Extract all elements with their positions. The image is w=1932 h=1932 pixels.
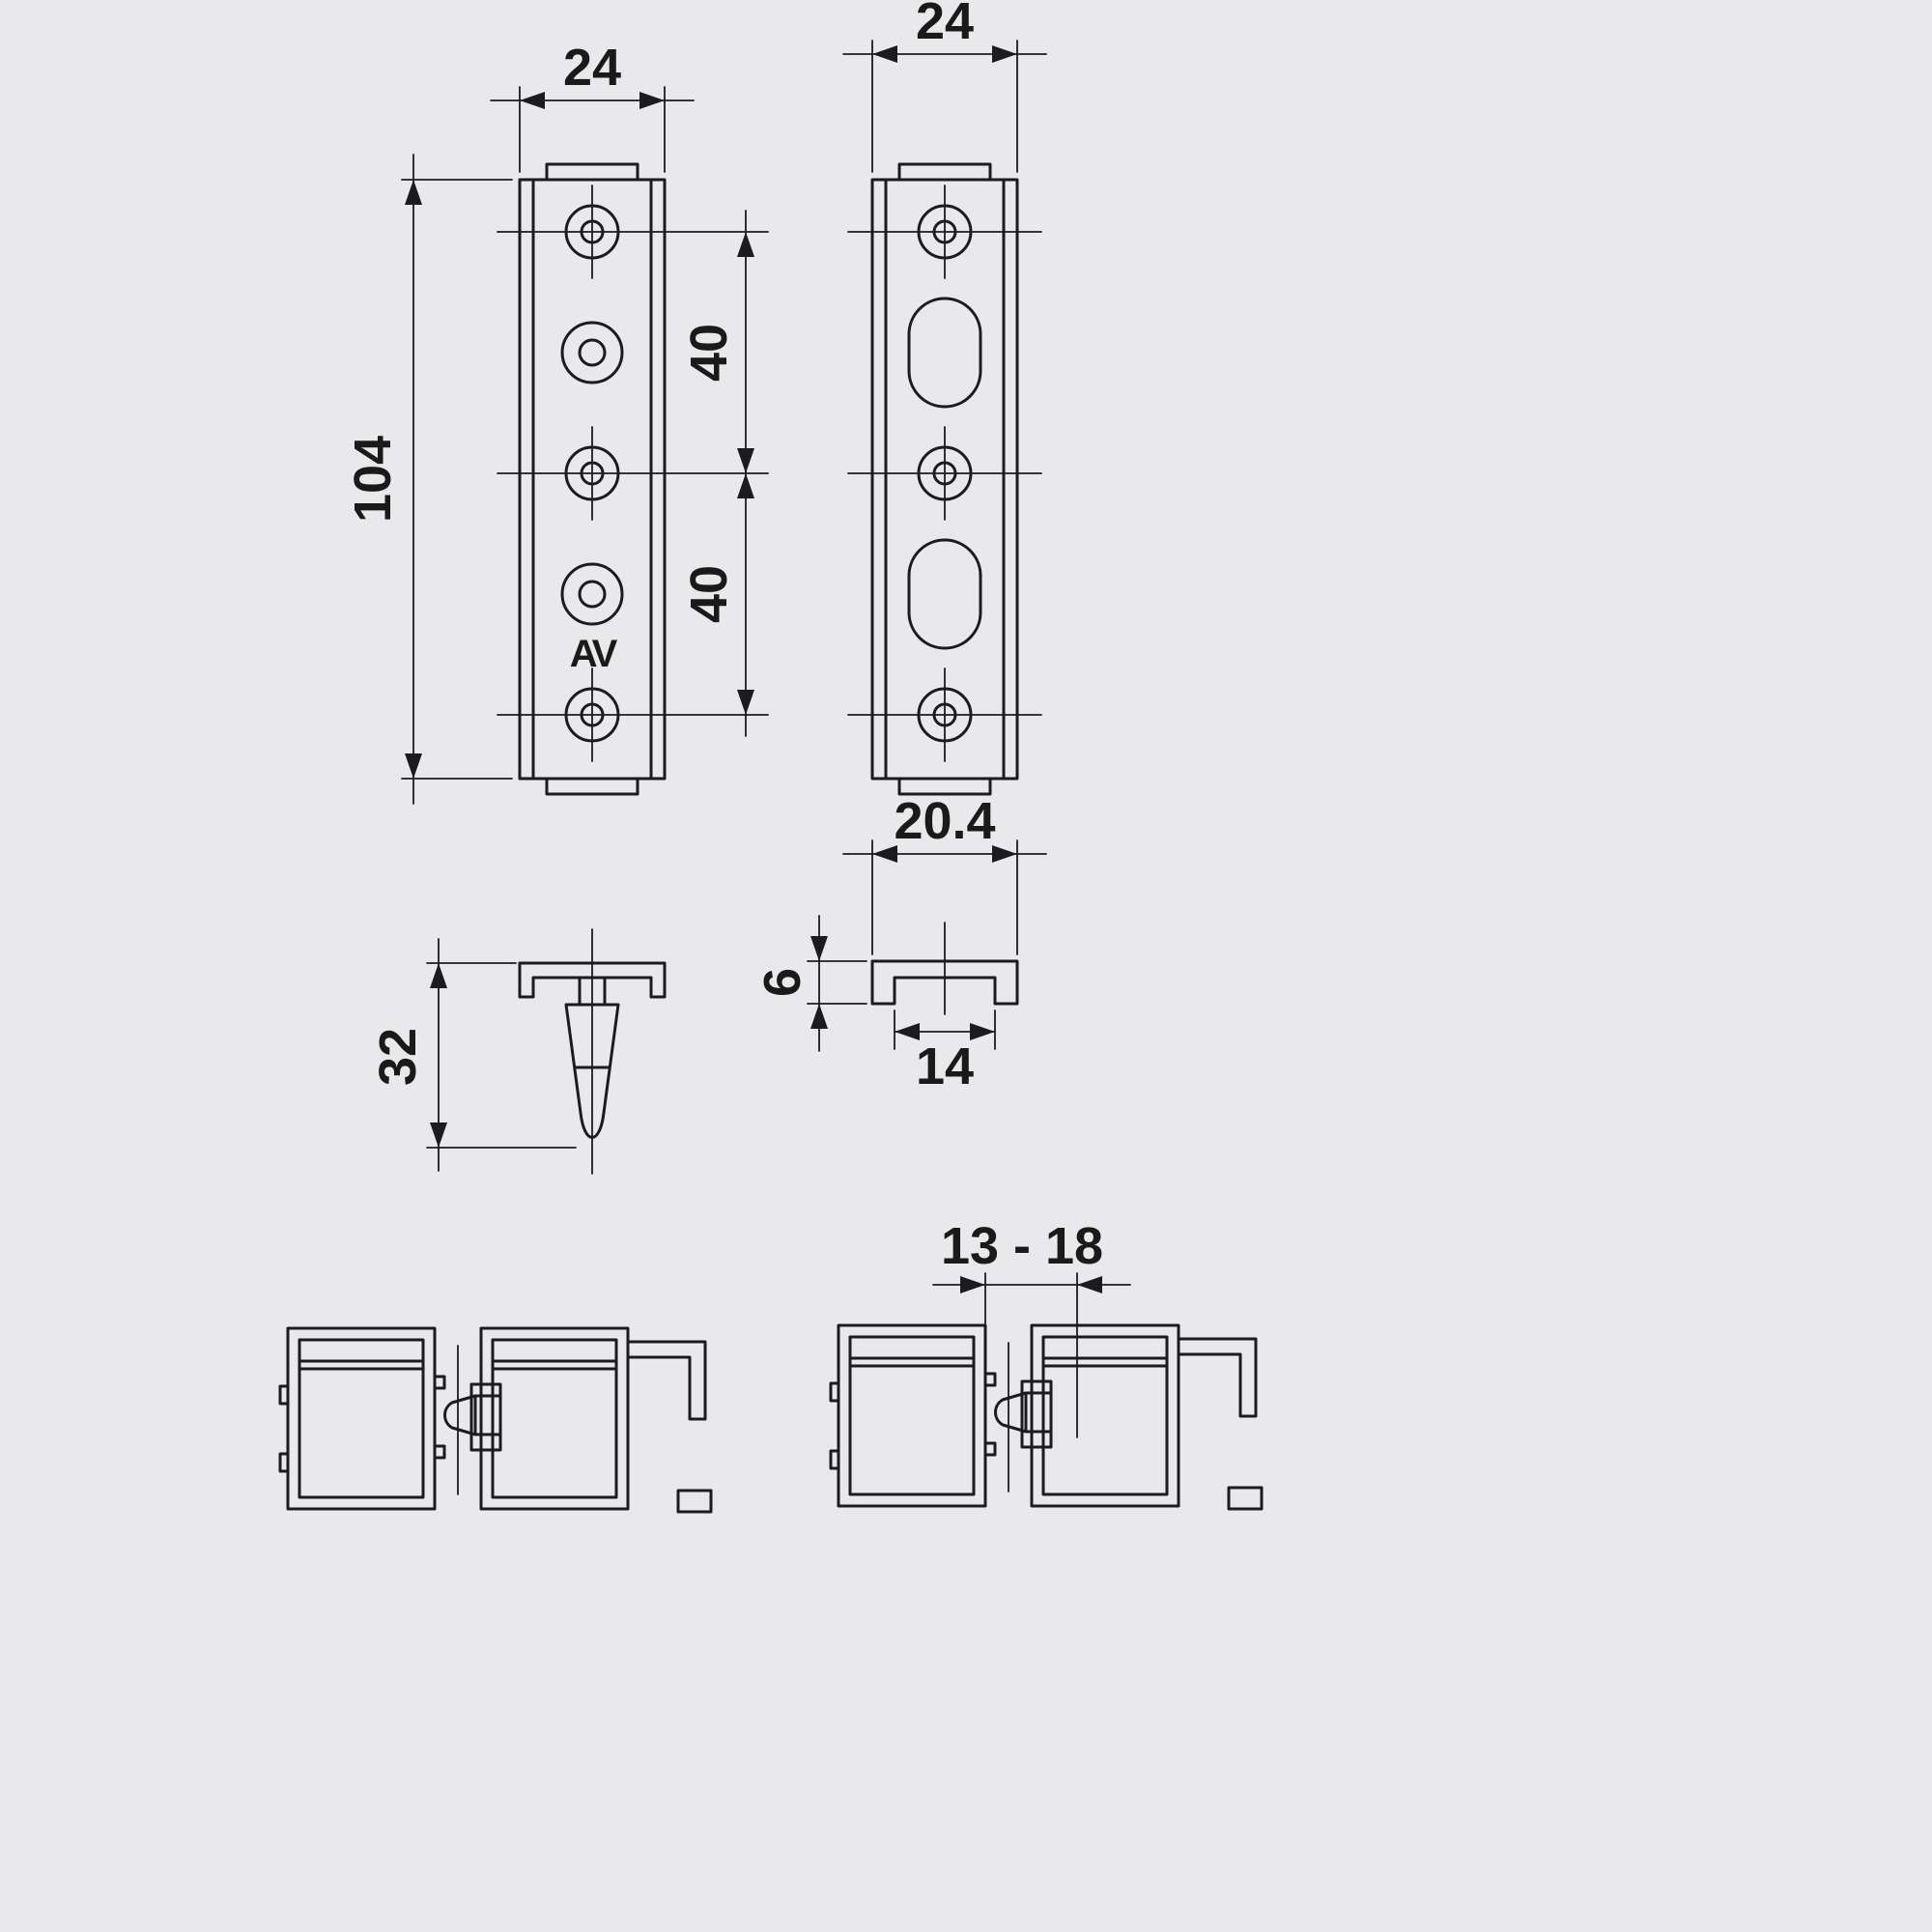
dim-width-left-plate [490,86,695,173]
pivot-holes [560,321,624,626]
label-channel-inner-width: 14 [916,1037,974,1095]
clip-channel-view [870,959,1019,1006]
label-channel-height: 6 [753,968,811,997]
oval-slots [907,297,982,650]
plate-bottom-tab [545,777,639,796]
plate-top-tab [545,162,639,182]
brand-logo: AV [570,633,618,675]
dimension-labels: 24 104 40 40 24 32 20.4 6 14 13 - 18 AV [344,0,1103,1275]
locking-pin-cone [564,1003,620,1139]
label-width-left: 24 [563,39,621,97]
label-adjustment-range: 13 - 18 [941,1217,1103,1275]
label-spacing-top: 40 [680,324,738,382]
label-spacing-bottom: 40 [680,565,738,623]
label-plate-height: 104 [344,436,402,523]
installed-section-right [829,1323,1264,1511]
dim-pin-height [426,938,577,1172]
installed-section-left [278,1326,713,1514]
plate-top-tab [897,162,992,182]
dimensions [401,40,1131,1438]
dim-plate-height [401,154,513,805]
dim-width-right-plate [842,40,1047,173]
label-pin-height: 32 [369,1028,427,1086]
centerlines [497,185,1042,1175]
label-width-right: 24 [916,0,974,50]
label-channel-outer-width: 20.4 [894,792,995,850]
side-view-pin [518,961,667,1139]
plate-bottom-tab [897,777,992,796]
